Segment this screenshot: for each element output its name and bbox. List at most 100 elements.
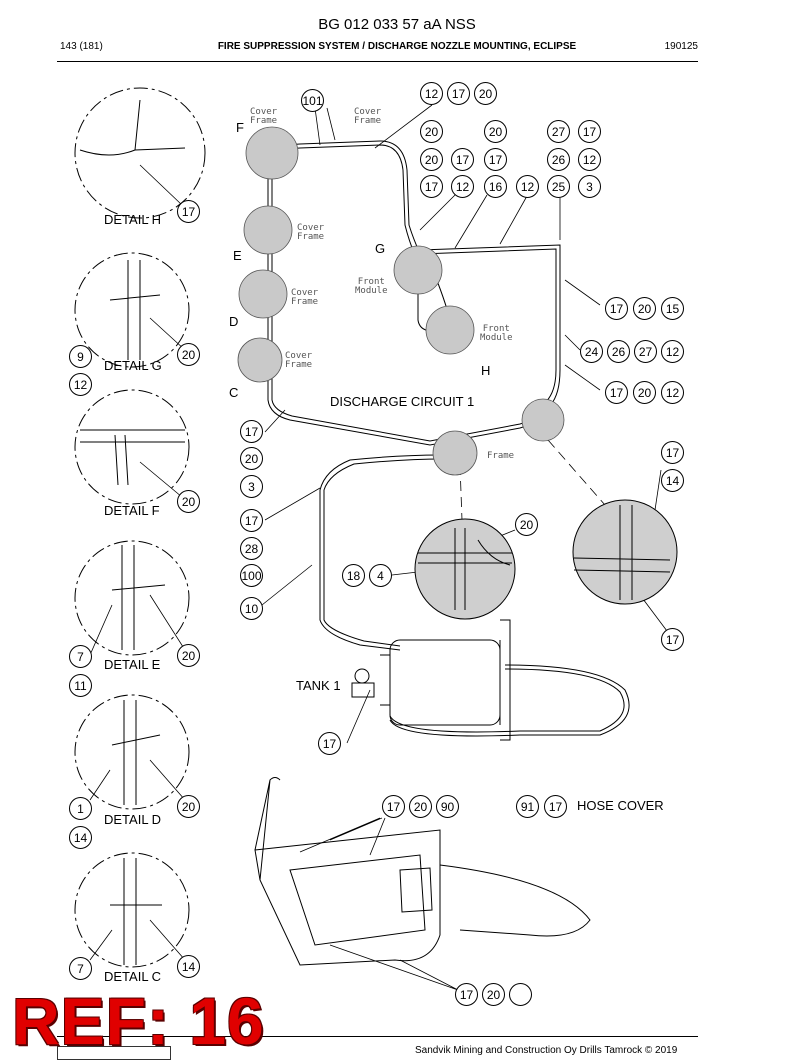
ref-bubble: 12 <box>578 148 601 171</box>
ref-bubble: 1 <box>69 797 92 820</box>
ref-bubble: 20 <box>177 795 200 818</box>
tank-label: TANK 1 <box>296 678 341 693</box>
ref-bubble: 12 <box>69 373 92 396</box>
header-rule <box>57 61 698 62</box>
ref-bubble: 20 <box>420 120 443 143</box>
cover-frame-note-1: Cover Frame <box>250 107 278 126</box>
ref-bubble: 17 <box>451 148 474 171</box>
detail-d-label: DETAIL D <box>104 812 162 827</box>
ref-bubble: 14 <box>177 955 200 978</box>
detail-d-circle <box>74 694 190 810</box>
document-title: FIRE SUPPRESSION SYSTEM / DISCHARGE NOZZ… <box>217 41 577 52</box>
ref-bubble: 12 <box>661 381 684 404</box>
ref-bubble: 17 <box>484 148 507 171</box>
ref-bubble: 4 <box>369 564 392 587</box>
footer-rule <box>57 1036 698 1037</box>
ref-bubble: 20 <box>177 343 200 366</box>
ref-bubble: 3 <box>578 175 601 198</box>
front-module-note-1: Front Module <box>355 277 388 296</box>
detail-c-circle <box>74 852 190 968</box>
detail-f-label: DETAIL F <box>104 503 160 518</box>
ref-bubble: 7 <box>69 645 92 668</box>
page-number: 143 (181) <box>60 41 103 52</box>
front-module-note-2: Front Module <box>480 324 513 343</box>
detail-e-circle <box>74 540 190 656</box>
nozzle-letter-c: C <box>229 385 239 400</box>
ref-bubble: 25 <box>547 175 570 198</box>
ref-bubble: 14 <box>69 826 92 849</box>
ref-bubble: 10 <box>240 597 263 620</box>
ref-bubble: 91 <box>516 795 539 818</box>
ref-bubble: 17 <box>240 420 263 443</box>
ref-bubble: 17 <box>240 509 263 532</box>
ref-bubble: 20 <box>420 148 443 171</box>
ref-bubble: 90 <box>436 795 459 818</box>
nozzle-letter-e: E <box>233 248 242 263</box>
ref-bubble: 26 <box>547 148 570 171</box>
detail-c-label: DETAIL C <box>104 969 162 984</box>
ref-bubble: 17 <box>544 795 567 818</box>
ref-bubble: 15 <box>661 297 684 320</box>
ref-bubble: 17 <box>605 381 628 404</box>
ref-bubble: 12 <box>420 82 443 105</box>
ref-watermark: REF: 16 <box>12 984 265 1058</box>
ref-bubble: 11 <box>69 674 92 697</box>
ref-bubble: 17 <box>177 200 200 223</box>
discharge-circuit-label: DISCHARGE CIRCUIT 1 <box>330 394 475 409</box>
cover-frame-note-5: Cover Frame <box>285 351 313 370</box>
cover-frame-note-3: Cover Frame <box>297 223 325 242</box>
ref-bubble: 20 <box>177 644 200 667</box>
ref-bubble: 20 <box>515 513 538 536</box>
detail-f-circle <box>74 389 190 505</box>
ref-bubble: 17 <box>661 628 684 651</box>
detail-h-circle <box>74 87 206 219</box>
ref-bubble: 14 <box>661 469 684 492</box>
ref-bubble: 17 <box>382 795 405 818</box>
ref-bubble: 17 <box>455 983 478 1006</box>
ref-bubble: 28 <box>240 537 263 560</box>
frame-note: Frame <box>487 451 515 461</box>
ref-bubble: 101 <box>301 89 324 112</box>
detail-e-label: DETAIL E <box>104 657 161 672</box>
ref-bubble: 100 <box>240 564 263 587</box>
ref-bubble: 17 <box>605 297 628 320</box>
ref-bubble: 27 <box>547 120 570 143</box>
ref-bubble: 20 <box>484 120 507 143</box>
ref-bubble: 12 <box>661 340 684 363</box>
nozzle-letter-g: G <box>375 241 386 256</box>
ref-bubble: 18 <box>342 564 365 587</box>
ref-bubble: 7 <box>69 957 92 980</box>
ref-bubble: 27 <box>634 340 657 363</box>
cover-frame-note-2: Cover Frame <box>354 107 382 126</box>
document-date: 190125 <box>664 41 698 52</box>
ref-bubble: 20 <box>409 795 432 818</box>
ref-bubble: 20 <box>240 447 263 470</box>
ref-bubble <box>509 983 532 1006</box>
ref-bubble: 24 <box>580 340 603 363</box>
detail-g-circle <box>74 252 190 368</box>
ref-bubble: 12 <box>516 175 539 198</box>
ref-bubble: 9 <box>69 345 92 368</box>
ref-bubble: 3 <box>240 475 263 498</box>
ref-bubble: 20 <box>177 490 200 513</box>
ref-bubble: 17 <box>420 175 443 198</box>
ref-bubble: 17 <box>578 120 601 143</box>
hose-cover-label: HOSE COVER <box>577 798 664 813</box>
ref-bubble: 17 <box>661 441 684 464</box>
detail-h-label: DETAIL H <box>104 212 162 227</box>
nozzle-letter-d: D <box>229 314 239 329</box>
nozzle-letter-f: F <box>236 120 244 135</box>
detail-g-label: DETAIL G <box>104 358 162 373</box>
document-code: BG 012 033 57 aA NSS <box>318 16 476 33</box>
ref-bubble: 17 <box>318 732 341 755</box>
ref-bubble: 17 <box>447 82 470 105</box>
ref-bubble: 20 <box>482 983 505 1006</box>
ref-bubble: 26 <box>607 340 630 363</box>
cover-frame-note-4: Cover Frame <box>291 288 319 307</box>
ref-bubble: 20 <box>633 381 656 404</box>
ref-bubble: 12 <box>451 175 474 198</box>
ref-bubble: 20 <box>633 297 656 320</box>
footer-copyright: Sandvik Mining and Construction Oy Drill… <box>415 1045 678 1056</box>
nozzle-letter-h: H <box>481 363 491 378</box>
